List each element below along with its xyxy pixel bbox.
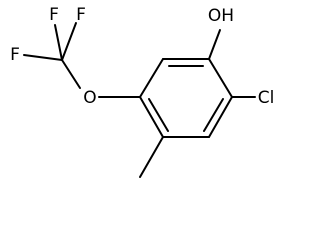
chlorine-label: Cl — [258, 88, 275, 108]
ring-bond-c4-c5 — [139, 96, 164, 138]
atom-labels: OH Cl O F F F — [10, 5, 274, 108]
bond-cf3-f1 — [54, 24, 63, 61]
bond-o-cf3 — [61, 59, 81, 89]
ether-oxygen-label: O — [83, 88, 96, 108]
benzene-ring — [139, 58, 233, 138]
bond-c4-methyl — [139, 136, 164, 178]
fluorine-label-3: F — [10, 45, 20, 65]
hydroxyl-label: OH — [208, 6, 234, 26]
molecule-structure-diagram: OH Cl O F F F — [10, 5, 274, 178]
bond-c1-oh — [208, 29, 221, 60]
bond-cf3-f3 — [23, 54, 63, 61]
ring-bond-c2-c3 — [208, 96, 233, 138]
substituent-bonds — [23, 22, 256, 178]
inner-double-bond-right — [203, 98, 224, 132]
inner-double-bond-left — [148, 98, 169, 132]
ring-bond-c1-c2 — [208, 58, 233, 98]
fluorine-label-2: F — [76, 5, 86, 25]
fluorine-label-1: F — [49, 5, 59, 25]
bond-cf3-f2 — [61, 22, 77, 61]
ring-bond-c5-c6 — [139, 58, 164, 98]
